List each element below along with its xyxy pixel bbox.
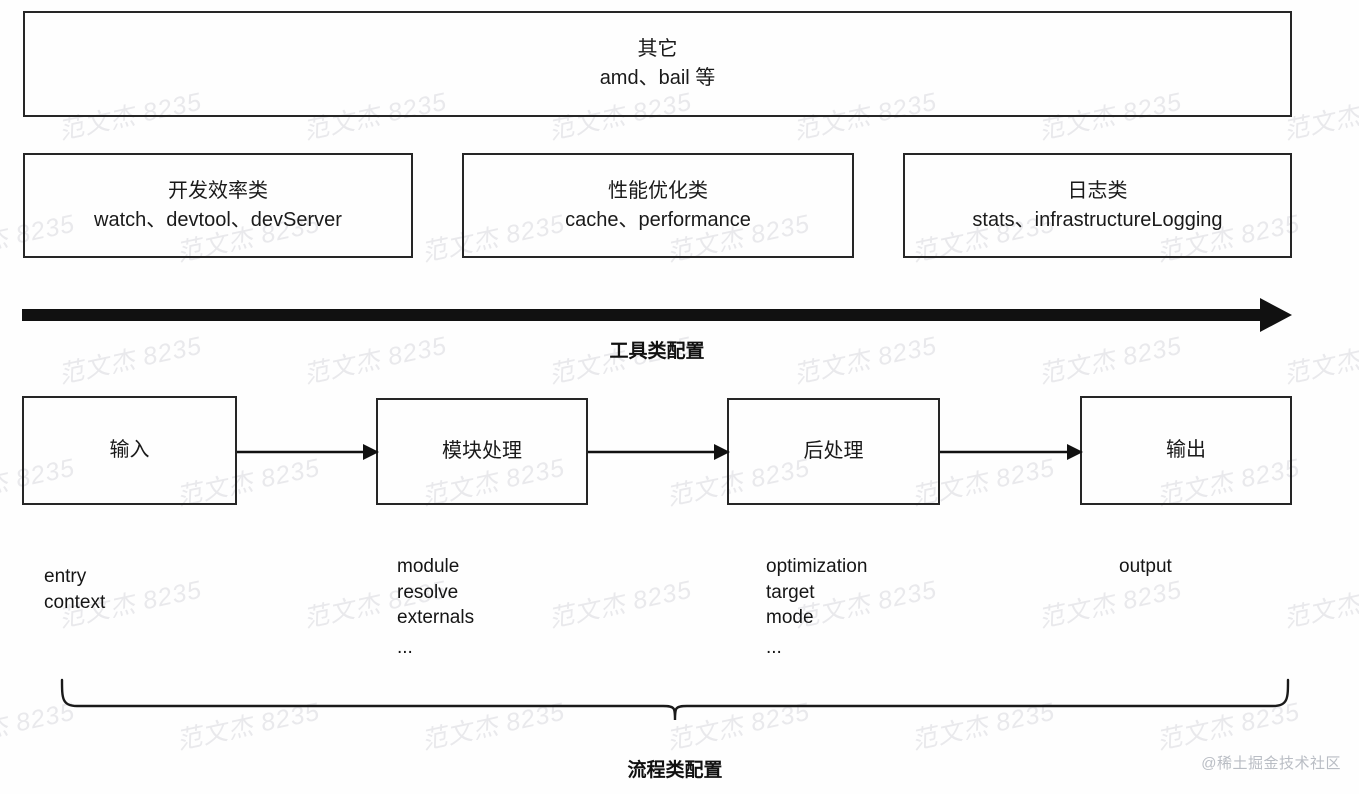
config-item: context bbox=[44, 591, 106, 613]
config-item: target bbox=[766, 581, 815, 603]
background-watermark-text: 范文杰 8235 bbox=[1036, 575, 1185, 634]
flow-box-module-process: 模块处理 bbox=[376, 398, 588, 505]
category-box-other-heading: 其它 bbox=[637, 38, 678, 60]
config-column-module: module resolve externals ... bbox=[397, 554, 474, 660]
background-watermark-text: 范文杰 8235 bbox=[1281, 576, 1359, 634]
category-box-performance: 性能优化类 cache、performance bbox=[462, 153, 854, 258]
flow-box-module-process-label: 模块处理 bbox=[442, 440, 522, 462]
background-watermark-text: 范文杰 8235 bbox=[546, 575, 695, 634]
config-item: entry bbox=[44, 566, 87, 587]
config-item: optimization bbox=[766, 556, 868, 577]
config-column-post: optimization target mode ... bbox=[766, 554, 867, 660]
flow-box-output-label: 输出 bbox=[1166, 439, 1206, 461]
flow-box-post-process-label: 后处理 bbox=[803, 440, 864, 462]
config-item: resolve bbox=[397, 581, 459, 603]
config-item-ellipsis: ... bbox=[397, 636, 413, 658]
config-column-output: output bbox=[1119, 554, 1172, 580]
flow-box-post-process: 后处理 bbox=[727, 398, 940, 505]
flow-box-input: 输入 bbox=[22, 396, 237, 505]
flow-box-input-label: 输入 bbox=[109, 439, 150, 461]
flow-connector-module-to-post bbox=[588, 444, 730, 460]
flow-box-output: 输出 bbox=[1080, 396, 1292, 505]
flow-connector-input-to-module bbox=[237, 444, 379, 460]
config-item: output bbox=[1119, 556, 1172, 577]
category-box-logging: 日志类 stats、infrastructureLogging bbox=[903, 153, 1292, 258]
category-box-performance-subtitle: cache、performance bbox=[565, 208, 751, 231]
flow-config-brace-icon bbox=[60, 678, 1290, 721]
category-box-logging-subtitle: stats、infrastructureLogging bbox=[972, 208, 1223, 231]
flow-connector-post-to-output bbox=[940, 444, 1083, 460]
corner-watermark: @稀土掘金技术社区 bbox=[1201, 755, 1341, 772]
category-box-performance-heading: 性能优化类 bbox=[608, 179, 708, 202]
category-box-other: 其它 amd、bail 等 bbox=[23, 11, 1292, 117]
config-item: externals bbox=[397, 607, 475, 628]
flow-config-brace-label: 流程类配置 bbox=[627, 760, 723, 781]
config-item: module bbox=[397, 556, 460, 577]
config-item-ellipsis: ... bbox=[766, 636, 782, 658]
category-box-dev-efficiency-heading: 开发效率类 bbox=[168, 179, 268, 202]
tool-config-arrow-icon bbox=[22, 298, 1292, 332]
config-column-input: entry context bbox=[44, 564, 105, 615]
category-box-other-subtitle: amd、bail 等 bbox=[599, 67, 716, 89]
config-item: mode bbox=[766, 607, 814, 628]
category-box-dev-efficiency-subtitle: watch、devtool、devServer bbox=[94, 208, 342, 231]
tool-config-arrow-label: 工具类配置 bbox=[609, 341, 705, 362]
category-box-dev-efficiency: 开发效率类 watch、devtool、devServer bbox=[23, 153, 413, 258]
category-box-logging-heading: 日志类 bbox=[1067, 179, 1128, 202]
